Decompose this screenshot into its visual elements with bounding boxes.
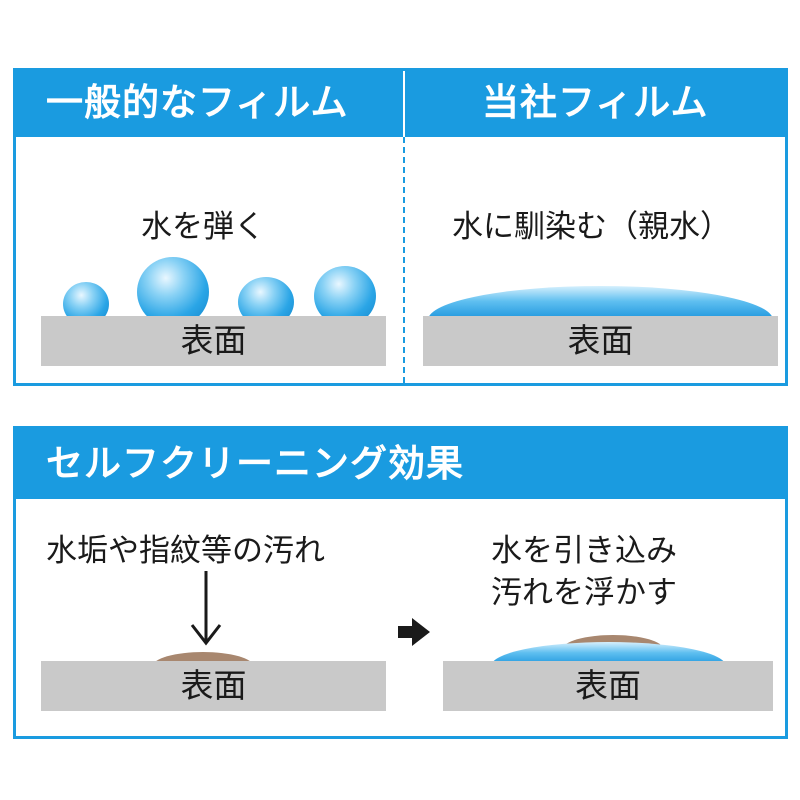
surface-left: 表面 <box>41 316 386 366</box>
our-film-title: 当社フィルム <box>482 81 709 124</box>
water-droplet <box>137 257 209 327</box>
self-cleaning-panel: セルフクリーニング効果 水垢や指紋等の汚れ 表面 水を引き込み 汚れを浮かす 表… <box>13 426 788 739</box>
repel-water-caption: 水を弾く <box>141 209 265 245</box>
comparison-header-bar <box>16 71 785 137</box>
comparison-panel: 一般的なフィルム 水を弾く 表面 当社フィルム 水に馴染む（親水） 表面 <box>13 68 788 386</box>
arrow-down-icon <box>190 571 222 646</box>
dirt-caption: 水垢や指紋等の汚れ <box>46 533 325 569</box>
column-divider <box>403 71 405 137</box>
water-film <box>428 286 773 320</box>
surface-right: 表面 <box>423 316 778 366</box>
lift-caption-line1: 水を引き込み <box>491 533 677 569</box>
general-film-title: 一般的なフィルム <box>46 81 349 124</box>
arrow-right-icon <box>398 618 430 646</box>
surface-dirty: 表面 <box>41 661 386 711</box>
self-cleaning-title: セルフクリーニング効果 <box>46 442 464 485</box>
surface-cleaned: 表面 <box>443 661 773 711</box>
column-divider-dashed <box>403 137 405 383</box>
hydrophilic-caption: 水に馴染む（親水） <box>452 209 731 245</box>
self-cleaning-header-bar <box>16 429 785 499</box>
lift-caption-line2: 汚れを浮かす <box>491 575 677 611</box>
